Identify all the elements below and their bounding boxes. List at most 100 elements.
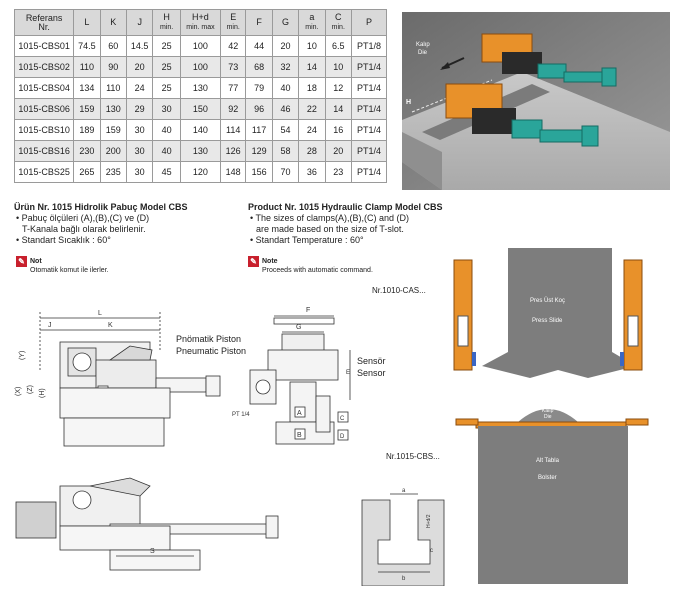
dim-f: F <box>306 307 310 314</box>
table-cell: 40 <box>152 140 181 162</box>
table-cell: 74.5 <box>73 35 101 57</box>
press-diagram: Pres Üst Koç Press Slide Kalıp Die Alt T… <box>453 248 649 584</box>
table-cell: 189 <box>73 119 101 141</box>
table-cell: 140 <box>179 119 222 141</box>
table-cell: 265 <box>73 161 101 183</box>
table-cell: 44 <box>245 35 273 57</box>
table-cell: 40 <box>152 119 181 141</box>
photo-die-label-tr: Kalıp <box>416 42 430 48</box>
bolster-label-en: Bolster <box>538 475 557 481</box>
table-cell: 30 <box>152 98 181 120</box>
table-cell: 14.5 <box>125 35 154 57</box>
table-cell: PT1/8 <box>351 35 387 57</box>
slot-dim-c: c <box>430 548 433 554</box>
slot-dim-b: b <box>402 576 406 582</box>
tr-title: Ürün Nr. 1015 Hidrolik Pabuç Model CBS <box>14 202 188 212</box>
press-die-label-tr: Kalıp <box>542 408 554 414</box>
table-cell: 120 <box>179 161 222 183</box>
tr-note-title: Not <box>30 258 42 265</box>
table-cell: 14 <box>298 56 326 78</box>
dim-s: S <box>150 548 155 555</box>
table-cell: 114 <box>220 119 247 141</box>
slot-dim-a: a <box>402 488 406 494</box>
table-cell: 25 <box>152 35 181 57</box>
table-cell: 96 <box>245 98 273 120</box>
table-cell: 6.5 <box>324 35 353 57</box>
table-cell: PT1/4 <box>351 98 387 120</box>
press-slide-label-tr: Pres Üst Koç <box>530 297 565 304</box>
table-cell: PT1/4 <box>351 56 387 78</box>
table-cell: 12 <box>324 77 353 99</box>
table-cell: 79 <box>245 77 273 99</box>
table-cell: 30 <box>125 140 154 162</box>
clamp-render-image: Kalıp Die H <box>402 12 670 190</box>
table-cell: 20 <box>125 56 154 78</box>
table-cell: 22 <box>298 98 326 120</box>
technical-drawing: L K J (Y) (X) (Z) (H) F G A B C D E PT 1… <box>15 307 351 571</box>
table-cell: 24 <box>298 119 326 141</box>
table-cell: 68 <box>245 56 273 78</box>
cas-callout-label: Nr.1010-CAS... <box>372 286 426 295</box>
table-cell: PT1/4 <box>351 77 387 99</box>
en-note-text: Proceeds with automatic command. <box>262 267 373 274</box>
tr-bullet-1b: T-Kanala bağlı olarak belirlenir. <box>22 224 146 234</box>
table-cell: 110 <box>99 77 127 99</box>
en-title: Product Nr. 1015 Hydraulic Clamp Model C… <box>248 202 443 212</box>
table-cell: 14 <box>324 98 353 120</box>
table-cell: 70 <box>271 161 300 183</box>
table-cell: 200 <box>99 140 127 162</box>
table-cell: 130 <box>99 98 127 120</box>
dim-h: (H) <box>39 388 46 398</box>
table-cell: 1015-CBS16 <box>13 140 75 162</box>
dim-a: A <box>297 410 302 417</box>
table-cell: 23 <box>324 161 353 183</box>
table-cell: 148 <box>220 161 247 183</box>
dim-b: B <box>297 432 302 439</box>
photo-h-label: H <box>406 99 411 106</box>
table-cell: 130 <box>179 77 222 99</box>
pneumatic-piston-label-en: Pneumatic Piston <box>176 346 247 356</box>
table-cell: 156 <box>245 161 273 183</box>
tr-note-text: Otomatik komut ile ilerler. <box>30 267 109 274</box>
table-cell: 1015-CBS01 <box>13 35 75 57</box>
table-cell: 130 <box>179 140 222 162</box>
table-cell: 100 <box>179 56 222 78</box>
table-cell: 30 <box>125 161 154 183</box>
en-bullet-1a: • The sizes of clamps(A),(B),(C) and (D) <box>250 213 410 223</box>
table-cell: 24 <box>125 77 154 99</box>
dim-e: E <box>346 370 350 376</box>
table-cell: 54 <box>271 119 300 141</box>
bolster-label-tr: Alt Tabla <box>536 458 560 464</box>
col-header: L <box>73 9 101 36</box>
table-cell: 45 <box>152 161 181 183</box>
dim-g: G <box>296 324 301 331</box>
table-cell: 73 <box>220 56 247 78</box>
dim-d: D <box>340 434 345 440</box>
cbs-callout-label: Nr.1015-CBS... <box>386 452 440 461</box>
col-header: F <box>245 9 273 36</box>
table-cell: 40 <box>271 77 300 99</box>
table-cell: 20 <box>324 140 353 162</box>
table-cell: 10 <box>324 56 353 78</box>
table-cell: 90 <box>99 56 127 78</box>
table-cell: 110 <box>73 56 101 78</box>
dim-j: J <box>48 322 52 329</box>
table-cell: 134 <box>73 77 101 99</box>
en-note-title: Note <box>262 258 278 265</box>
table-cell: 1015-CBS04 <box>13 77 75 99</box>
press-slide-label-en: Press Slide <box>532 318 563 324</box>
table-cell: 77 <box>220 77 247 99</box>
table-cell: 29 <box>125 98 154 120</box>
table-cell: 42 <box>220 35 247 57</box>
press-die-label-en: Die <box>544 414 552 420</box>
table-cell: 10 <box>298 35 326 57</box>
